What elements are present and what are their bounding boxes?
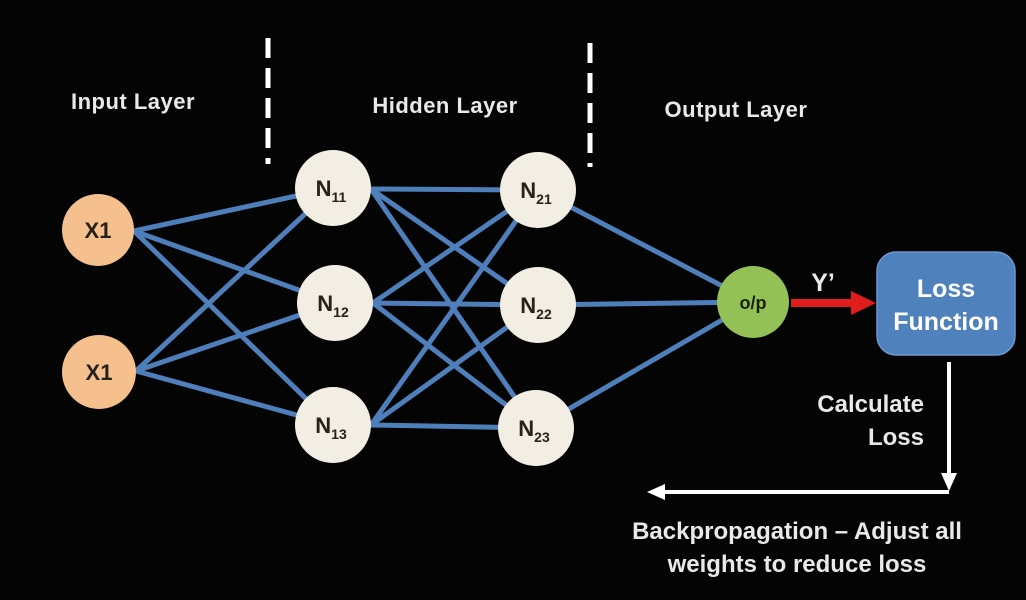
n13-base: N [315,413,331,438]
output-layer-title: Output Layer [665,97,808,122]
hidden-node-n21: N21 [500,152,576,228]
hidden-node-n13-label: N13 [315,413,347,442]
n12-base: N [317,291,333,316]
prediction-arrow [791,291,876,315]
input-node-2-label: X1 [86,360,113,385]
hidden-node-n13-circle [295,387,371,463]
loss-function-label-line1: Loss [917,275,975,303]
hidden-node-n22-circle [500,267,576,343]
hidden-node-n22: N22 [500,267,576,343]
loss-function-box: Loss Function [876,251,1016,356]
output-node-circle [717,266,789,338]
hidden-node-n13: N13 [295,387,371,463]
edge-x1-bottom-n11 [133,185,336,374]
input-node-1-circle [62,194,134,266]
hidden-node-n22-label: N22 [520,293,552,322]
loss-function-rect [876,251,1016,356]
calculate-loss-label-line2: Loss [868,424,924,451]
n22-sub: 22 [536,306,552,322]
edge-n13-n21 [368,187,541,428]
edges-group [131,185,756,431]
input-node-1-label: X1 [85,218,112,243]
hidden-node-n11-label: N11 [316,176,347,205]
hidden-node-n21-label: N21 [520,178,552,207]
n12-sub: 12 [333,304,349,320]
input-node-2: X1 [62,335,136,409]
hidden-node-n12-circle [297,265,373,341]
calculate-loss-arrow [941,362,957,491]
edge-x1-top-n13 [131,228,336,428]
n13-sub: 13 [331,426,347,442]
n21-sub: 21 [536,191,552,207]
loss-function-label-line2: Function [893,308,999,336]
prediction-arrow-head [851,291,876,315]
n21-base: N [520,178,536,203]
hidden-node-n11-circle [295,150,371,226]
hidden-node-n23-label: N23 [518,416,550,445]
calculate-loss-arrow-head [941,473,957,491]
n23-base: N [518,416,534,441]
input-node-2-circle [62,335,136,409]
hidden-node-n12-label: N12 [317,291,349,320]
calculate-loss-label-line1: Calculate [817,391,924,418]
backpropagation-label-line2: weights to reduce loss [667,551,927,578]
edge-n21-output [535,187,756,305]
hidden-node-n11: N11 [295,150,371,226]
hidden-node-n21-circle [500,152,576,228]
backpropagation-arrow [647,484,949,500]
n23-sub: 23 [534,429,550,445]
hidden-layer-title: Hidden Layer [372,93,517,118]
hidden-node-n23-circle [498,390,574,466]
backpropagation-arrow-head [647,484,665,500]
n11-sub: 11 [332,189,347,205]
input-layer-title: Input Layer [71,89,195,114]
output-node: o/p [717,266,789,338]
hidden-node-n12: N12 [297,265,373,341]
backpropagation-label-line1: Backpropagation – Adjust all [632,518,962,545]
n22-base: N [520,293,536,318]
output-node-label: o/p [740,293,767,313]
hidden-node-n23: N23 [498,390,574,466]
edge-n23-output [533,299,756,431]
n11-base: N [316,176,332,201]
input-node-1: X1 [62,194,134,266]
y-prime-label: Y’ [811,269,835,297]
